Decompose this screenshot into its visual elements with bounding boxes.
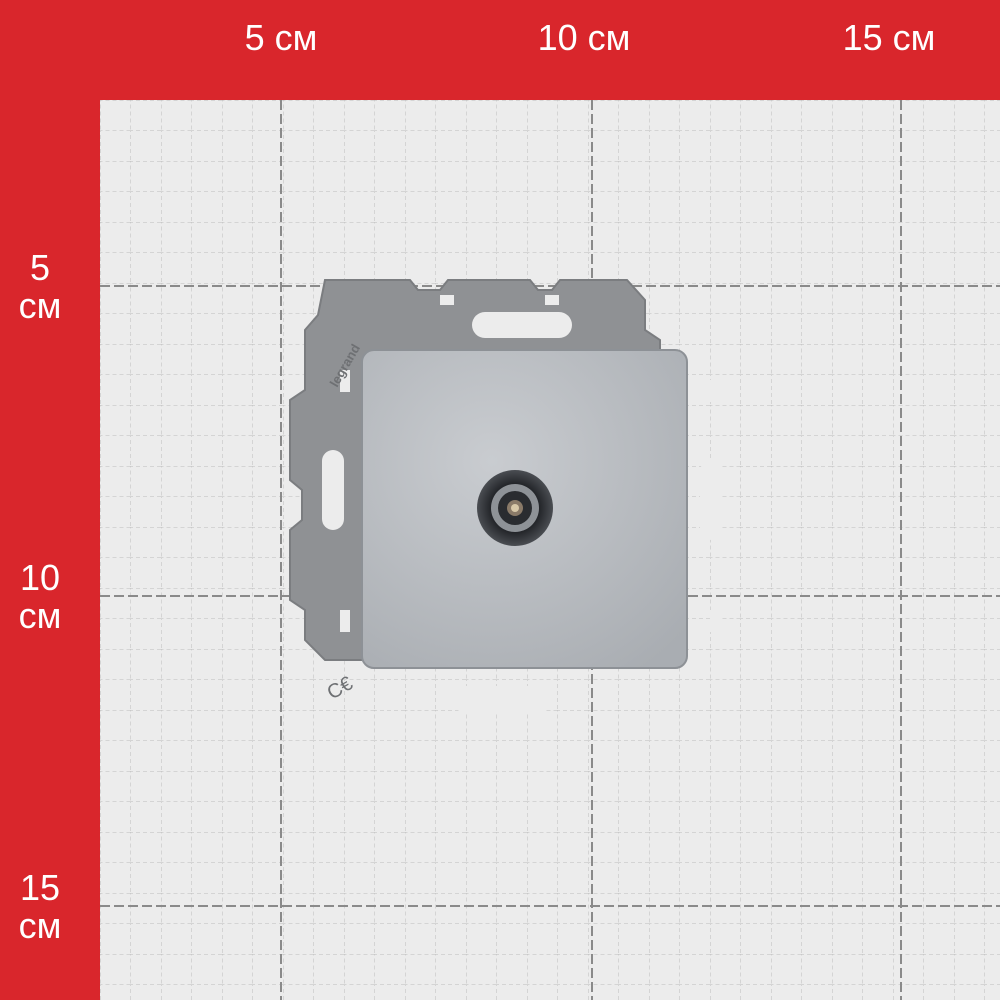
grid-svg: legrand C€: [100, 100, 1000, 1000]
grid-paper: legrand C€: [100, 100, 1000, 1000]
ruler-left-label-15cm: 15 см: [18, 867, 62, 946]
frame-slot-bottom: [452, 686, 552, 712]
frame-slot-top: [472, 312, 572, 338]
ruler-left-label-5cm: 5 см: [18, 247, 62, 326]
ruler-top-label-10cm: 10 см: [537, 17, 631, 58]
ruler-left-label-10cm: 10 см: [18, 557, 62, 636]
ruler-top-label-5cm: 5 см: [244, 17, 318, 58]
ruler-top-label-15cm: 15 см: [842, 17, 936, 58]
frame-slot-right: [700, 460, 722, 540]
coax-connector-icon: [477, 470, 553, 546]
frame-slot-left: [322, 450, 344, 530]
